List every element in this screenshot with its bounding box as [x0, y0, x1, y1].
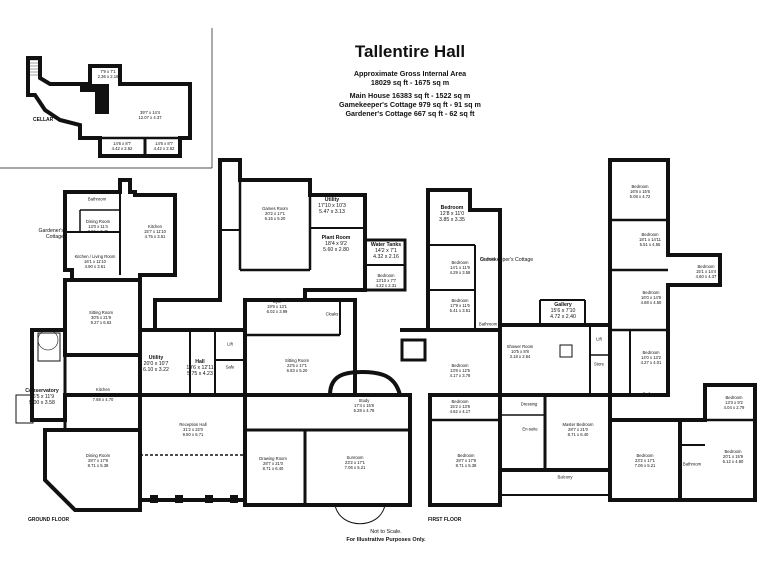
first-floor-plan [400, 158, 757, 507]
room-bathroom-gc: Bathroom [87, 196, 107, 202]
room-bathroom-3: Bathroom [478, 321, 498, 327]
room-safe: Safe [225, 364, 235, 370]
gamekeepers-area: Gamekeeper's Cottage 979 sq ft - 91 sq m [339, 100, 481, 109]
room-store: Store [593, 361, 605, 367]
room-bathroom: Bathroom [642, 391, 662, 397]
first-floor-label: FIRST FLOOR [428, 517, 462, 523]
gia-total: 18029 sq ft - 1675 sq m [370, 78, 450, 87]
gamekeepers-cottage-annotation: Gamekeeper's Cottage [480, 257, 534, 263]
room-en-suite: En-suite [522, 426, 538, 432]
room-bathroom-2: Bathroom [682, 461, 702, 467]
room-lift: Lift [227, 341, 233, 347]
room-balcony: Balcony [557, 474, 573, 480]
page-title: Tallentire Hall [354, 42, 466, 61]
main-house-area: Main House 16383 sq ft - 1522 sq m [349, 91, 471, 100]
room-lift-ff: Lift [596, 336, 602, 342]
room-en-suite-gk: En-Suite [479, 256, 497, 262]
ground-floor-label: GROUND FLOOR [28, 517, 70, 523]
cellar-inset [0, 28, 213, 169]
gia-label: Approximate Gross Internal Area [353, 69, 467, 78]
room-dressing: Dressing [520, 401, 538, 407]
ground-floor-plan [15, 158, 412, 525]
illustrative-note: For Illustrative Purposes Only. [346, 537, 426, 543]
room-cloaks: Cloaks [325, 311, 339, 317]
gardeners-area: Gardener's Cottage 667 sq ft - 62 sq ft [345, 109, 475, 118]
not-to-scale-note: Not to Scale. [370, 529, 402, 535]
cellar-label: CELLAR [33, 117, 54, 123]
gardeners-cottage-annotation: Gardener's Cottage [38, 228, 65, 241]
